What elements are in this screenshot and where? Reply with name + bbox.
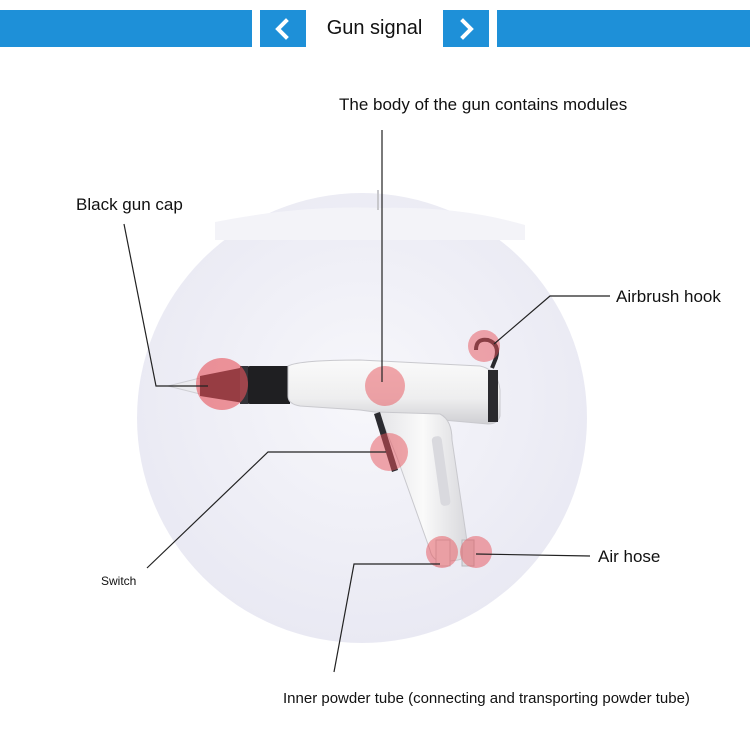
leader-hook [493,295,610,345]
leader-lines [123,130,610,673]
prev-button[interactable] [260,10,306,47]
highlight-air-hose [460,536,492,568]
label-body-modules: The body of the gun contains modules [339,95,628,114]
label-airbrush-hook: Airbrush hook [616,287,721,306]
highlight-hook [468,330,500,362]
highlight-switch [370,433,408,471]
label-black-gun-cap: Black gun cap [76,195,183,214]
page-title: Gun signal [326,17,423,39]
leader-switch [146,451,386,569]
handle-slot [431,436,451,506]
header-bar-left [0,10,252,47]
gun-back-stripe [488,370,498,422]
highlight-powder-tube [426,536,458,568]
label-switch: Switch [101,574,137,588]
chevron-right-icon [460,17,474,40]
leader-powder-tube [333,563,440,673]
backdrop-top [215,207,525,240]
highlight-body [365,366,405,406]
header-bar-right [497,10,750,47]
backdrop-circle [137,193,587,643]
label-inner-powder-tube: Inner powder tube (connecting and transp… [283,690,690,707]
next-button[interactable] [443,10,489,47]
leader-air-hose [475,553,591,557]
highlight-cap [196,358,248,410]
chevron-left-icon [275,17,289,40]
highlight-spots [196,330,500,568]
label-air-hose: Air hose [598,547,661,566]
leader-cap [123,223,208,387]
